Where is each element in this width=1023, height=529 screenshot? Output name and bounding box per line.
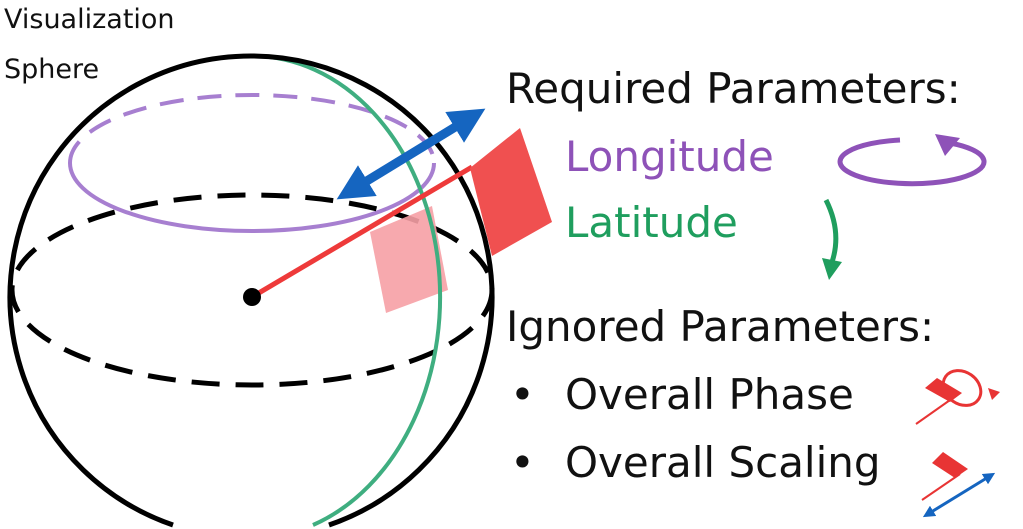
phase-icon xyxy=(915,369,1000,425)
sphere-label-line2: Sphere xyxy=(4,54,100,85)
longitude-arrowhead-icon xyxy=(935,134,960,156)
ignored-item-scaling: Overall Scaling xyxy=(565,438,881,487)
flag-shadow xyxy=(370,206,448,313)
flag xyxy=(470,128,552,256)
longitude-meridian xyxy=(251,54,443,527)
ignored-item-phase: Overall Phase xyxy=(565,370,854,419)
bullet: • xyxy=(510,370,535,419)
scaling-arrow xyxy=(336,108,486,200)
center-dot xyxy=(243,288,261,306)
longitude-rotation-icon xyxy=(837,137,987,187)
latitude-circle-back xyxy=(68,93,436,164)
sphere-outline xyxy=(7,53,495,528)
latitude-arrowhead-icon xyxy=(822,258,842,280)
ignored-title: Ignored Parameters: xyxy=(506,302,935,351)
longitude-label: Longitude xyxy=(565,132,774,181)
scaling-icon xyxy=(921,452,996,518)
bullet: • xyxy=(510,438,535,487)
latitude-arrow-icon xyxy=(823,198,839,263)
latitude-label: Latitude xyxy=(565,198,738,247)
required-title: Required Parameters: xyxy=(506,64,961,113)
sphere-label-line1: Visualization xyxy=(4,4,175,35)
